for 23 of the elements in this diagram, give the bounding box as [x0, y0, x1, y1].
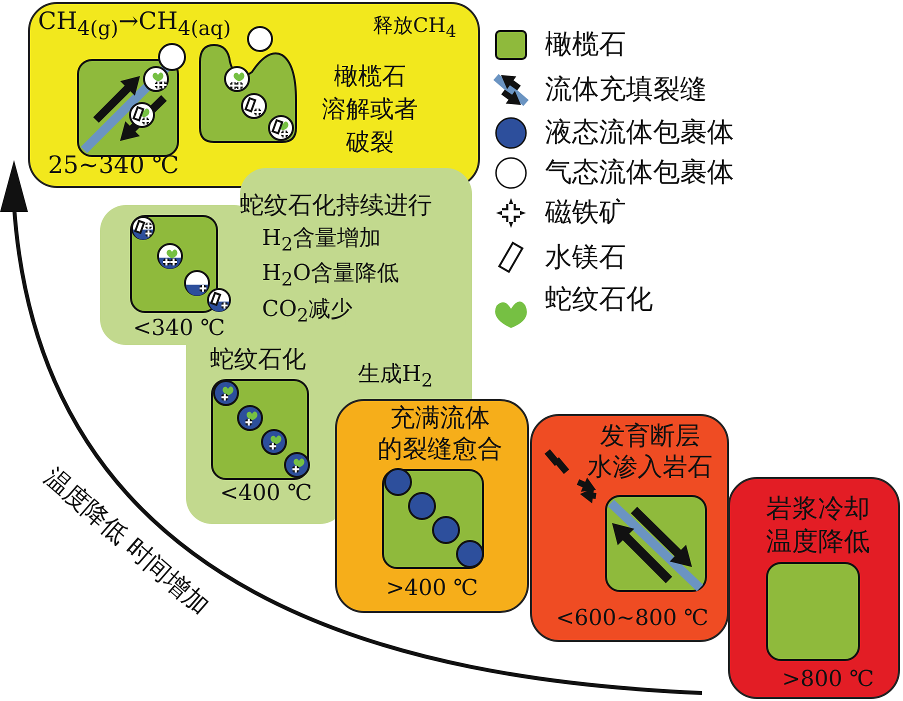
stage-text: 蛇纹石化: [210, 344, 306, 374]
stage-text: 充满流体的裂缝愈合: [376, 402, 504, 464]
stage-text: 发育断层水渗入岩石: [586, 420, 714, 482]
legend-text: 磁铁矿: [545, 196, 626, 230]
stage-text: <400 ℃: [220, 480, 312, 508]
stage-text: 岩浆冷却温度降低: [765, 493, 871, 559]
stage-text: 释放CH$_{4}$: [373, 12, 456, 43]
stage-text: 蛇纹石化持续进行: [240, 190, 432, 220]
stage-text: <600~800 ℃: [556, 605, 708, 633]
stage-text: 橄榄石溶解或者破裂: [321, 61, 419, 158]
stage-text: >400 ℃: [386, 575, 478, 603]
legend-text: 流体充填裂缝: [545, 73, 707, 107]
stage-text: 生成H$_{2}$: [358, 361, 433, 394]
axis-label: 温度降低 时间增加: [38, 462, 215, 622]
stage-text: <340 ℃: [133, 315, 226, 343]
legend-text: 液态流体包裹体: [545, 116, 734, 150]
legend-text: 气态流体包裹体: [545, 156, 734, 190]
legend-text: 水镁石: [545, 241, 626, 275]
legend-text: 橄榄石: [545, 28, 626, 62]
legend-text: 蛇纹石化: [545, 283, 653, 317]
stage-text: CH$_{4(g)}$→CH$_{4(aq)}$: [38, 6, 231, 42]
stage-text: H$_{2}$含量增加 H$_{2}$O含量降低 CO$_{2}$减少: [262, 225, 400, 328]
stage-text: >800 ℃: [782, 666, 874, 694]
